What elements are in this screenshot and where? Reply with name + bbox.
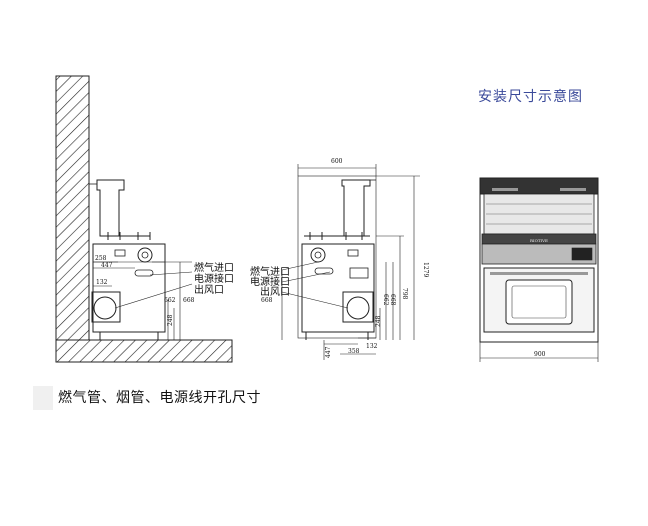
oven-window [505,279,573,325]
left-label-gas: 燃气进口 [194,261,234,274]
left-label-exhaust: 出风口 [194,283,224,296]
middle-cabinet [301,243,375,333]
power-socket [114,249,126,257]
middle-exhaust-circle [346,296,370,320]
stove-cabinet [92,243,166,333]
mid-label-gas: 燃气进口 [250,265,290,278]
mid-dim-668: 668 [389,294,396,306]
mid-dim-1279: 1279 [422,262,429,277]
burner-grate [104,232,151,240]
right-front-view: RIOTIVE 900 [479,177,599,362]
wall-hatch [55,75,90,341]
caption-marker [33,386,53,410]
middle-gas-circle [310,247,326,263]
mid-dim-447: 447 [325,346,332,358]
mid-dim-358: 358 [348,348,360,355]
left-dim-258: 258 [95,255,107,262]
left-dim-447: 447 [101,262,113,269]
mid-label-exhaust: 出风口 [260,285,290,298]
left-label-power: 电源接口 [194,272,234,285]
exhaust-box [91,291,121,323]
floor-hatch [55,339,233,363]
gas-inlet-circle [137,247,153,263]
mid-dim-248: 248 [375,315,382,327]
left-dim-668: 668 [183,297,195,304]
middle-range-hood [341,179,371,237]
brand-text: RIOTIVE [530,238,548,243]
door-handle [490,272,588,275]
left-dim-132: 132 [96,279,108,286]
middle-outline [297,175,377,339]
hood-strip [479,177,599,195]
left-dim-248: 248 [167,314,174,326]
power-slot [134,269,154,277]
mid-dim-600: 600 [331,158,343,165]
middle-front-view: 600 [250,158,429,360]
mid-dim-662: 662 [382,294,389,306]
left-dim-662: 662 [164,297,176,304]
display-screen [571,247,593,261]
mid-dim-132: 132 [366,343,378,350]
caption-text: 燃气管、烟管、电源线开孔尺寸 [58,390,261,406]
mid-dim-668b: 668 [261,297,273,304]
mid-dim-798: 798 [401,288,408,300]
right-dim-900: 900 [534,351,546,358]
control-panel [481,243,597,265]
range-hood [96,179,125,237]
left-side-view: 258 447 132 662 668 248 燃气进口 电源接口 出风口 [55,75,234,363]
mid-label-power: 电源接口 [250,275,290,288]
exhaust-circle [93,296,117,320]
page-title: 安装尺寸示意图 [478,89,583,105]
